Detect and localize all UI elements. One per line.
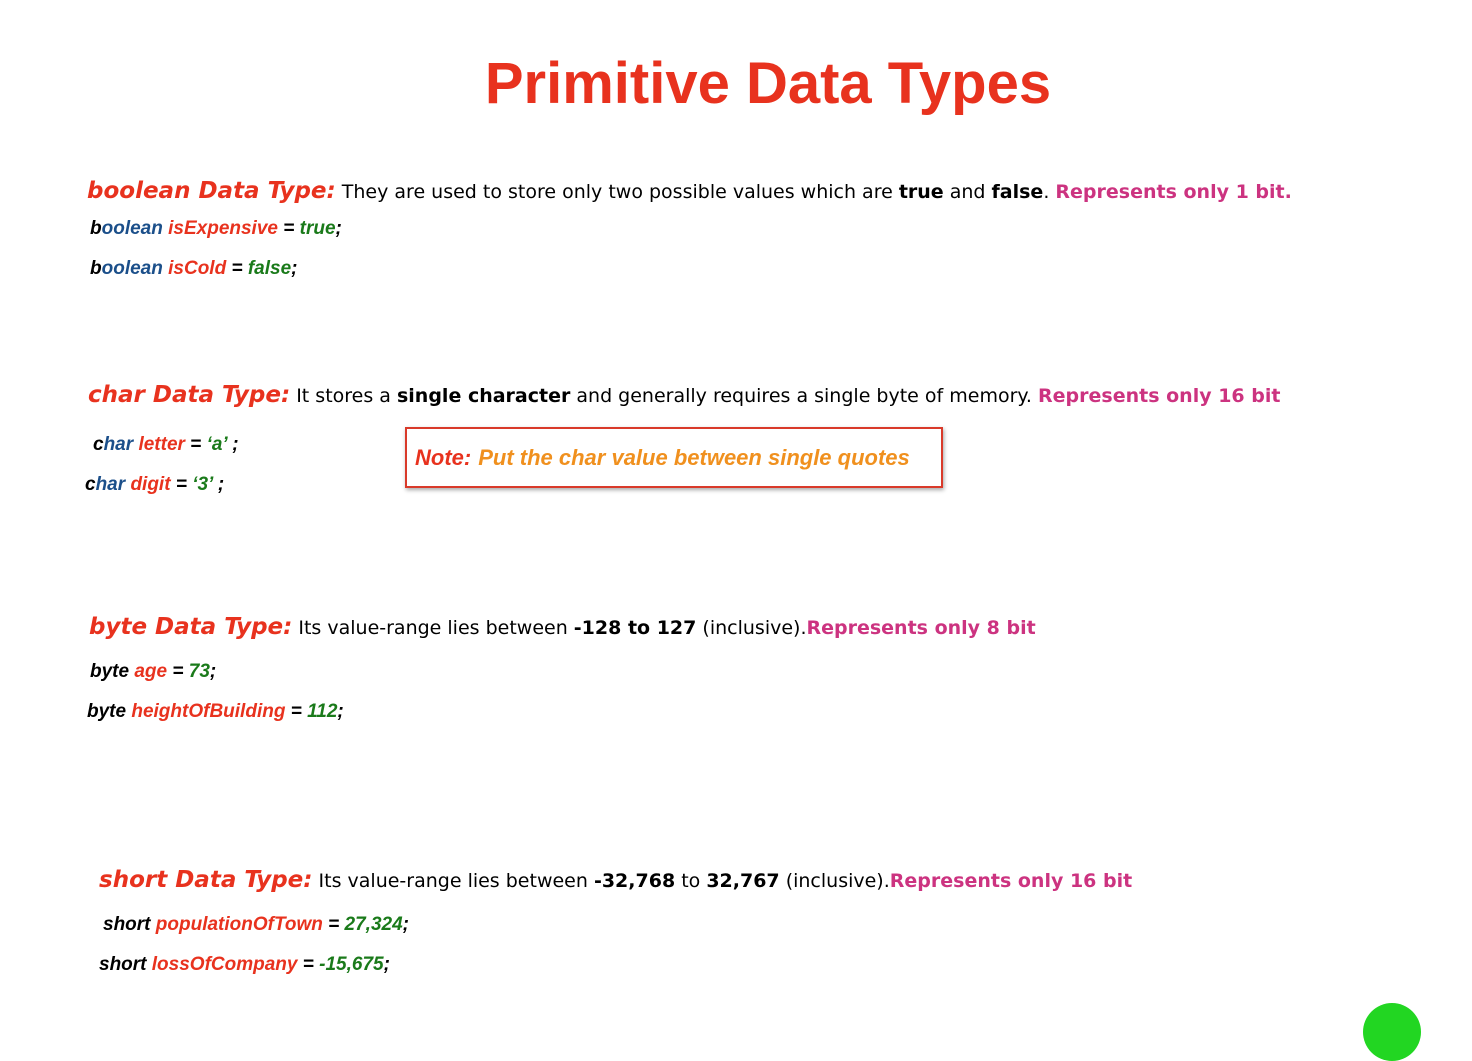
code-line: boolean isCold = false; [90,259,297,278]
code-type: byte [90,661,130,682]
page-title: Primitive Data Types [484,51,1052,116]
code-value: ‘a’ [206,434,227,455]
code-terminator: ; [402,914,409,935]
code-terminator: ; [212,474,225,495]
code-type: b [90,218,102,239]
code-variable: heightOfBuilding [131,701,286,722]
code-value: 27,324 [344,914,403,935]
code-operator: = [277,218,300,239]
code-type: short [99,954,147,975]
code-terminator: ; [335,218,342,239]
desc-text: They are used to store only two possible… [341,181,899,203]
code-variable: isExpensive [168,218,278,239]
desc-bold: -32,768 [593,870,676,892]
code-type: c [93,434,104,455]
code-operator: = [184,434,207,455]
desc-text: and generally requires a single byte of … [570,385,1039,407]
code-variable: isCold [168,258,227,279]
desc-bold: false [991,181,1044,203]
code-type: har [103,434,134,455]
represents-label: Represents only 1 bit. [1055,181,1292,203]
desc-bold: single character [396,385,571,407]
code-line: byte age = 73; [90,662,216,681]
code-terminator: ; [383,954,390,975]
code-value: ‘3’ [192,474,213,495]
code-line: char digit = ‘3’ ; [85,475,224,494]
code-variable: letter [138,434,185,455]
code-value: false [247,258,292,279]
code-variable: lossOfCompany [151,954,298,975]
code-variable: age [134,661,168,682]
short-heading: short Data Type: [99,867,313,893]
code-operator: = [226,258,248,279]
note-box: Note: Put the char value between single … [405,427,943,488]
boolean-description: boolean Data Type: They are used to stor… [87,180,1292,203]
code-operator: = [285,701,308,722]
code-type: b [90,258,102,279]
desc-bold: true [898,181,944,203]
code-line: boolean isExpensive = true; [90,219,342,238]
code-operator: = [322,914,345,935]
represents-label: Represents only 8 bit [806,617,1036,639]
code-type: short [103,914,151,935]
char-heading: char Data Type: [88,382,291,408]
boolean-heading: boolean Data Type: [87,178,336,204]
desc-bold: 32,767 [706,870,780,892]
green-circle-marker [1363,1003,1421,1061]
char-description: char Data Type: It stores a single chara… [88,384,1280,407]
code-terminator: ; [226,434,239,455]
byte-heading: byte Data Type: [89,614,293,640]
desc-text: . [1043,181,1056,203]
desc-text: Its value-range lies between [318,870,594,892]
note-label: Note: [415,444,472,470]
desc-text: (inclusive). [696,617,807,639]
code-type: oolean [101,218,163,239]
code-line: short lossOfCompany = -15,675; [99,955,390,974]
code-line: char letter = ‘a’ ; [93,435,239,454]
represents-label: Represents only 16 bit [889,870,1133,892]
code-operator: = [170,474,193,495]
code-value: true [299,218,336,239]
desc-text: and [943,181,992,203]
code-variable: populationOfTown [155,914,323,935]
code-terminator: ; [291,258,298,279]
code-type: oolean [101,258,163,279]
represents-label: Represents only 16 bit [1038,385,1281,407]
code-value: -15,675 [319,954,384,975]
code-type: har [95,474,126,495]
code-type: c [85,474,96,495]
desc-text: (inclusive). [779,870,890,892]
code-operator: = [167,661,189,682]
code-value: 112 [307,701,338,722]
desc-text: to [675,870,707,892]
desc-text: Its value-range lies between [298,617,574,639]
code-operator: = [297,954,320,975]
short-description: short Data Type: Its value-range lies be… [99,869,1132,892]
code-line: short populationOfTown = 27,324; [103,915,409,934]
code-terminator: ; [337,701,344,722]
code-line: byte heightOfBuilding = 112; [87,702,344,721]
code-value: 73 [188,661,210,682]
code-terminator: ; [209,661,217,682]
code-variable: digit [130,474,171,495]
desc-text: It stores a [296,385,397,407]
desc-bold: -128 to 127 [573,617,697,639]
byte-description: byte Data Type: Its value-range lies bet… [89,616,1036,639]
note-text: Put the char value between single quotes [478,444,910,470]
code-type: byte [87,701,127,722]
